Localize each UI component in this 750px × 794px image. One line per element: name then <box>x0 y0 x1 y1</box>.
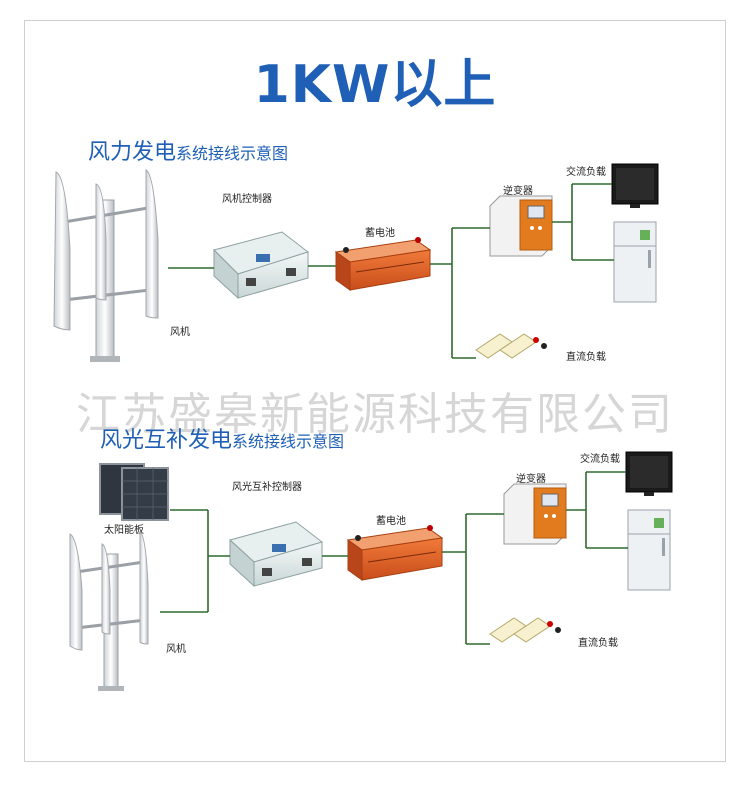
diagram1-battery-label: 蓄电池 <box>365 228 395 239</box>
diagram1-turbine-label: 风机 <box>170 327 190 338</box>
diagram2-heading: 风光互补发电系统接线示意图 <box>100 422 344 454</box>
diagram2-battery-label: 蓄电池 <box>376 516 406 527</box>
diagram2-wires <box>160 471 628 645</box>
diagram1-ac-load-label: 交流负载 <box>566 167 606 178</box>
diagram1-heading-main: 风力发电 <box>88 140 177 165</box>
page-title: 1KW以上 <box>253 55 497 115</box>
diagram2-heading-sub: 系统接线示意图 <box>232 432 345 451</box>
diagram1-inverter-label: 逆变器 <box>503 186 533 197</box>
diagram1-wires <box>168 183 614 359</box>
diagram1-dc-lamp-icon <box>475 333 547 359</box>
diagram1-dc-load-label: 直流负载 <box>566 352 606 363</box>
diagram2-dc-lamp-icon <box>489 617 561 643</box>
diagram1-battery-icon <box>334 237 432 291</box>
diagram2-inverter-label: 逆变器 <box>516 474 546 485</box>
diagram2-solar-panel-icon <box>99 463 169 521</box>
diagram1-fridge-icon <box>613 221 657 303</box>
diagram1-heading-sub: 系统接线示意图 <box>176 144 289 163</box>
watermark: 江苏盛皋新能源科技有限公司 <box>76 389 674 440</box>
outer-frame <box>24 20 726 762</box>
diagram2-tv-icon <box>625 451 673 496</box>
diagram1-controller-label: 风机控制器 <box>222 194 272 205</box>
diagram2-dc-load-label: 直流负载 <box>578 638 618 649</box>
diagram1-controller-icon <box>213 231 310 300</box>
diagram2-battery-icon <box>346 525 444 581</box>
diagram2-inverter-icon <box>503 483 567 545</box>
diagram2-controller-icon <box>228 521 324 588</box>
diagram2-solar-label: 太阳能板 <box>104 525 144 536</box>
diagram1-heading: 风力发电系统接线示意图 <box>88 134 288 166</box>
diagram2-turbine-label: 风机 <box>166 644 186 655</box>
diagram2-fridge-icon <box>627 509 671 591</box>
diagram1-wind-turbine-icon <box>53 169 159 362</box>
diagram2-heading-main: 风光互补发电 <box>100 428 233 453</box>
diagram2-ac-load-label: 交流负载 <box>580 454 620 465</box>
diagram2-wind-turbine-icon <box>69 531 149 691</box>
diagram1-inverter-icon <box>489 195 553 257</box>
diagram2-controller-label: 风光互补控制器 <box>232 482 302 493</box>
diagram1-tv-icon <box>611 163 659 208</box>
